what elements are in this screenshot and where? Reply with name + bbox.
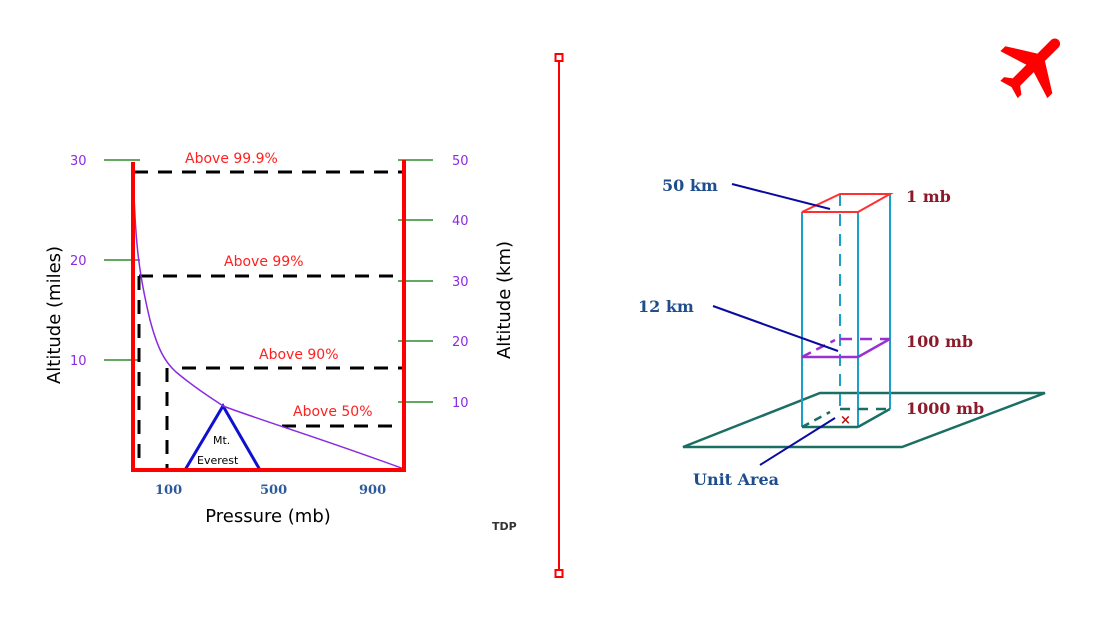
x-tick: 500 [260,483,287,498]
pressure-curve [132,164,405,470]
chart-graphic: 30 20 10 50 40 30 20 10 Above 99.9% Abov… [44,151,517,533]
label-12km: 12 km [638,297,694,316]
vertical-divider[interactable] [550,50,570,580]
pressure-altitude-chart: 30 20 10 50 40 30 20 10 Above 99.9% Abov… [44,151,517,533]
zone-label-50: Above 50% [293,404,373,420]
top-face-1mb [801,193,894,213]
column-edges [801,194,891,427]
air-column-diagram: × 50 km 12 km Unit Area 1 mb 100 mb 1000… [600,150,1100,510]
airplane-icon [990,24,1080,108]
zone-label-99: Above 99% [224,254,304,270]
y-right-tick: 20 [452,335,469,350]
x-axis-title: Pressure (mb) [205,506,331,527]
y-left-tick: 30 [70,154,87,169]
label-50km: 50 km [662,176,718,195]
y-right-tick: 10 [452,396,469,411]
everest-label-line1: Mt. [213,434,230,447]
unit-area-marker: × [840,413,851,428]
zone-label-99-9: Above 99.9% [185,151,278,167]
y-left-axis-title: Altitude (miles) [44,246,65,384]
leader-lines [712,183,839,466]
label-1000mb: 1000 mb [906,399,984,418]
tdp-watermark: TDP [492,520,517,533]
zone-dashed-lines [134,170,404,470]
label-unit-area: Unit Area [693,470,779,489]
y-left-tick: 20 [70,254,87,269]
everest-label-line2: Everest [197,454,239,467]
y-left-tick: 10 [70,354,87,369]
x-tick: 100 [155,483,182,498]
x-tick: 900 [359,483,386,498]
mid-face-100mb [801,337,891,359]
y-right-tick: 50 [452,154,469,169]
chart-frame [131,160,406,472]
y-right-tick: 30 [452,275,469,290]
zone-label-90: Above 90% [259,347,339,363]
label-1mb: 1 mb [906,187,951,206]
ground-plane [682,391,1046,449]
y-right-axis-title: Altitude (km) [494,241,515,359]
y-right-tick: 40 [452,214,469,229]
divider-handle-top[interactable] [554,53,564,62]
unit-area-face [801,407,891,429]
divider-handle-bottom[interactable] [554,569,564,578]
label-100mb: 100 mb [906,332,973,351]
